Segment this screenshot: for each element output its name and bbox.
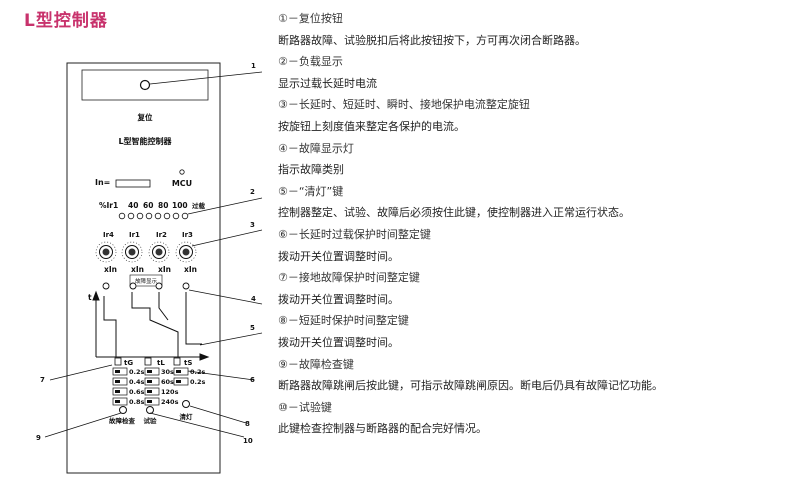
desc-7-body: 拨动开关位置调整时间。 (278, 292, 399, 306)
knob-label-ir2: Ir2 (156, 231, 167, 239)
tl-time-3: 240s (161, 398, 179, 406)
controller-name: L型智能控制器 (118, 136, 172, 146)
tg-time-0: 0.2s (129, 368, 145, 376)
tg-time-1: 0.4s (129, 378, 145, 386)
xin-label-2: xIn (131, 265, 144, 274)
ir1-label: %Ir1 (99, 201, 118, 210)
desc-3-body: 按旋钮上刻度值来整定各保护的电流。 (278, 119, 465, 133)
percent-40: 40 (128, 201, 138, 210)
tg-label: tG (124, 359, 133, 367)
callout-10: 10 (243, 437, 253, 445)
knob-ir3[interactable] (175, 241, 197, 263)
fault-lights (102, 282, 190, 290)
test-label: 试验 (144, 416, 158, 425)
callout-3: 3 (250, 221, 255, 229)
desc-10-body: 此键检查控制器与断路器的配合完好情况。 (278, 422, 487, 436)
knob-label-ir4: Ir4 (103, 231, 114, 239)
page-title: L型控制器 (24, 11, 108, 31)
knob-label-ir3: Ir3 (182, 231, 193, 239)
mcu-label: MCU (172, 179, 192, 188)
callout-2: 2 (250, 188, 255, 196)
percent-80: 80 (158, 201, 168, 210)
callout-7: 7 (40, 376, 45, 384)
overload-label: 过载 (192, 201, 206, 210)
knob-ir1[interactable] (121, 241, 143, 263)
callout-9: 9 (36, 434, 41, 442)
controller-diagram: 复位 L型智能控制器 In= MCU %Ir1 40 60 80 100 过载 … (36, 62, 263, 474)
xin-label-4: xIn (184, 265, 197, 274)
desc-8-body: 拨动开关位置调整时间。 (278, 335, 399, 349)
percent-100: 100 (172, 201, 188, 210)
desc-3-heading: ③－长延时、短延时、瞬时、接地保护电流整定旋钮 (278, 98, 530, 112)
in-label: In= (95, 178, 110, 187)
time-switch-grid[interactable] (112, 367, 189, 406)
in-display (115, 179, 151, 188)
desc-6-body: 拨动开关位置调整时间。 (278, 249, 399, 263)
fault-check-button[interactable] (119, 406, 127, 414)
desc-2-heading: ②－负载显示 (278, 55, 343, 69)
tl-switch[interactable] (144, 357, 152, 366)
desc-4-body: 指示故障类别 (278, 163, 344, 177)
ts-switch[interactable] (173, 357, 181, 366)
desc-6-heading: ⑥－长延时过载保护时间整定键 (278, 227, 431, 241)
callout-5: 5 (250, 324, 255, 332)
knob-ir2[interactable] (148, 241, 170, 263)
reset-button[interactable] (139, 79, 151, 91)
tl-label: tL (157, 359, 165, 367)
desc-2-body: 显示过载长延时电流 (278, 76, 377, 90)
clear-light-button[interactable] (182, 400, 190, 408)
desc-5-heading: ⑤－“清灯”键 (278, 184, 344, 198)
desc-5-body: 控制器整定、试验、故障后必须按住此键，使控制器进入正常运行状态。 (278, 206, 630, 220)
leader-lines (44, 71, 263, 438)
xin-label-3: xIn (158, 265, 171, 274)
fault-display-label: 故障显示 (135, 277, 158, 285)
tg-time-2: 0.6s (129, 388, 145, 396)
tl-time-2: 120s (161, 388, 179, 396)
tg-switch[interactable] (114, 357, 122, 366)
tg-time-3: 0.8s (129, 398, 145, 406)
reset-label: 复位 (137, 112, 153, 122)
desc-10-heading: ⑩－试验键 (278, 400, 332, 414)
callout-4: 4 (251, 295, 256, 303)
test-button[interactable] (146, 406, 154, 414)
callout-6: 6 (250, 376, 255, 384)
callout-1: 1 (251, 62, 256, 70)
percent-60: 60 (143, 201, 153, 210)
tl-time-0: 30s (161, 368, 174, 376)
desc-8-heading: ⑧－短延时保护时间整定键 (278, 314, 409, 328)
knob-label-ir1: Ir1 (129, 231, 140, 239)
ts-label: tS (184, 359, 192, 367)
ts-time-1: 0.2s (190, 378, 206, 386)
clear-light-label: 清灯 (180, 412, 194, 421)
protection-curve (92, 290, 210, 361)
load-indicator-leds (118, 212, 189, 220)
desc-1-body: 断路器故障、试验脱扣后将此按钮按下，方可再次闭合断路器。 (278, 33, 586, 47)
knob-ir4[interactable] (95, 241, 117, 263)
callout-8: 8 (245, 420, 250, 428)
desc-9-heading: ⑨－故障检查键 (278, 357, 354, 371)
desc-4-heading: ④－故障显示灯 (278, 141, 354, 155)
desc-7-heading: ⑦－接地故障保护时间整定键 (278, 271, 420, 285)
fault-indicator-box (129, 274, 163, 287)
reset-cover (81, 69, 209, 101)
t-axis-label: t (88, 293, 92, 302)
desc-9-body: 断路器故障跳闸后按此键，可指示故障跳闸原因。断电后仍具有故障记忆功能。 (278, 379, 663, 393)
tl-time-1: 60s (161, 378, 174, 386)
fault-check-label: 故障检查 (109, 416, 136, 425)
mcu-indicator (179, 169, 185, 175)
controller-panel (66, 62, 221, 474)
xin-label-1: xIn (104, 265, 117, 274)
description-list: ①－复位按钮 断路器故障、试验脱扣后将此按钮按下，方可再次闭合断路器。 ②－负载… (278, 8, 783, 440)
desc-1-heading: ①－复位按钮 (278, 12, 343, 25)
